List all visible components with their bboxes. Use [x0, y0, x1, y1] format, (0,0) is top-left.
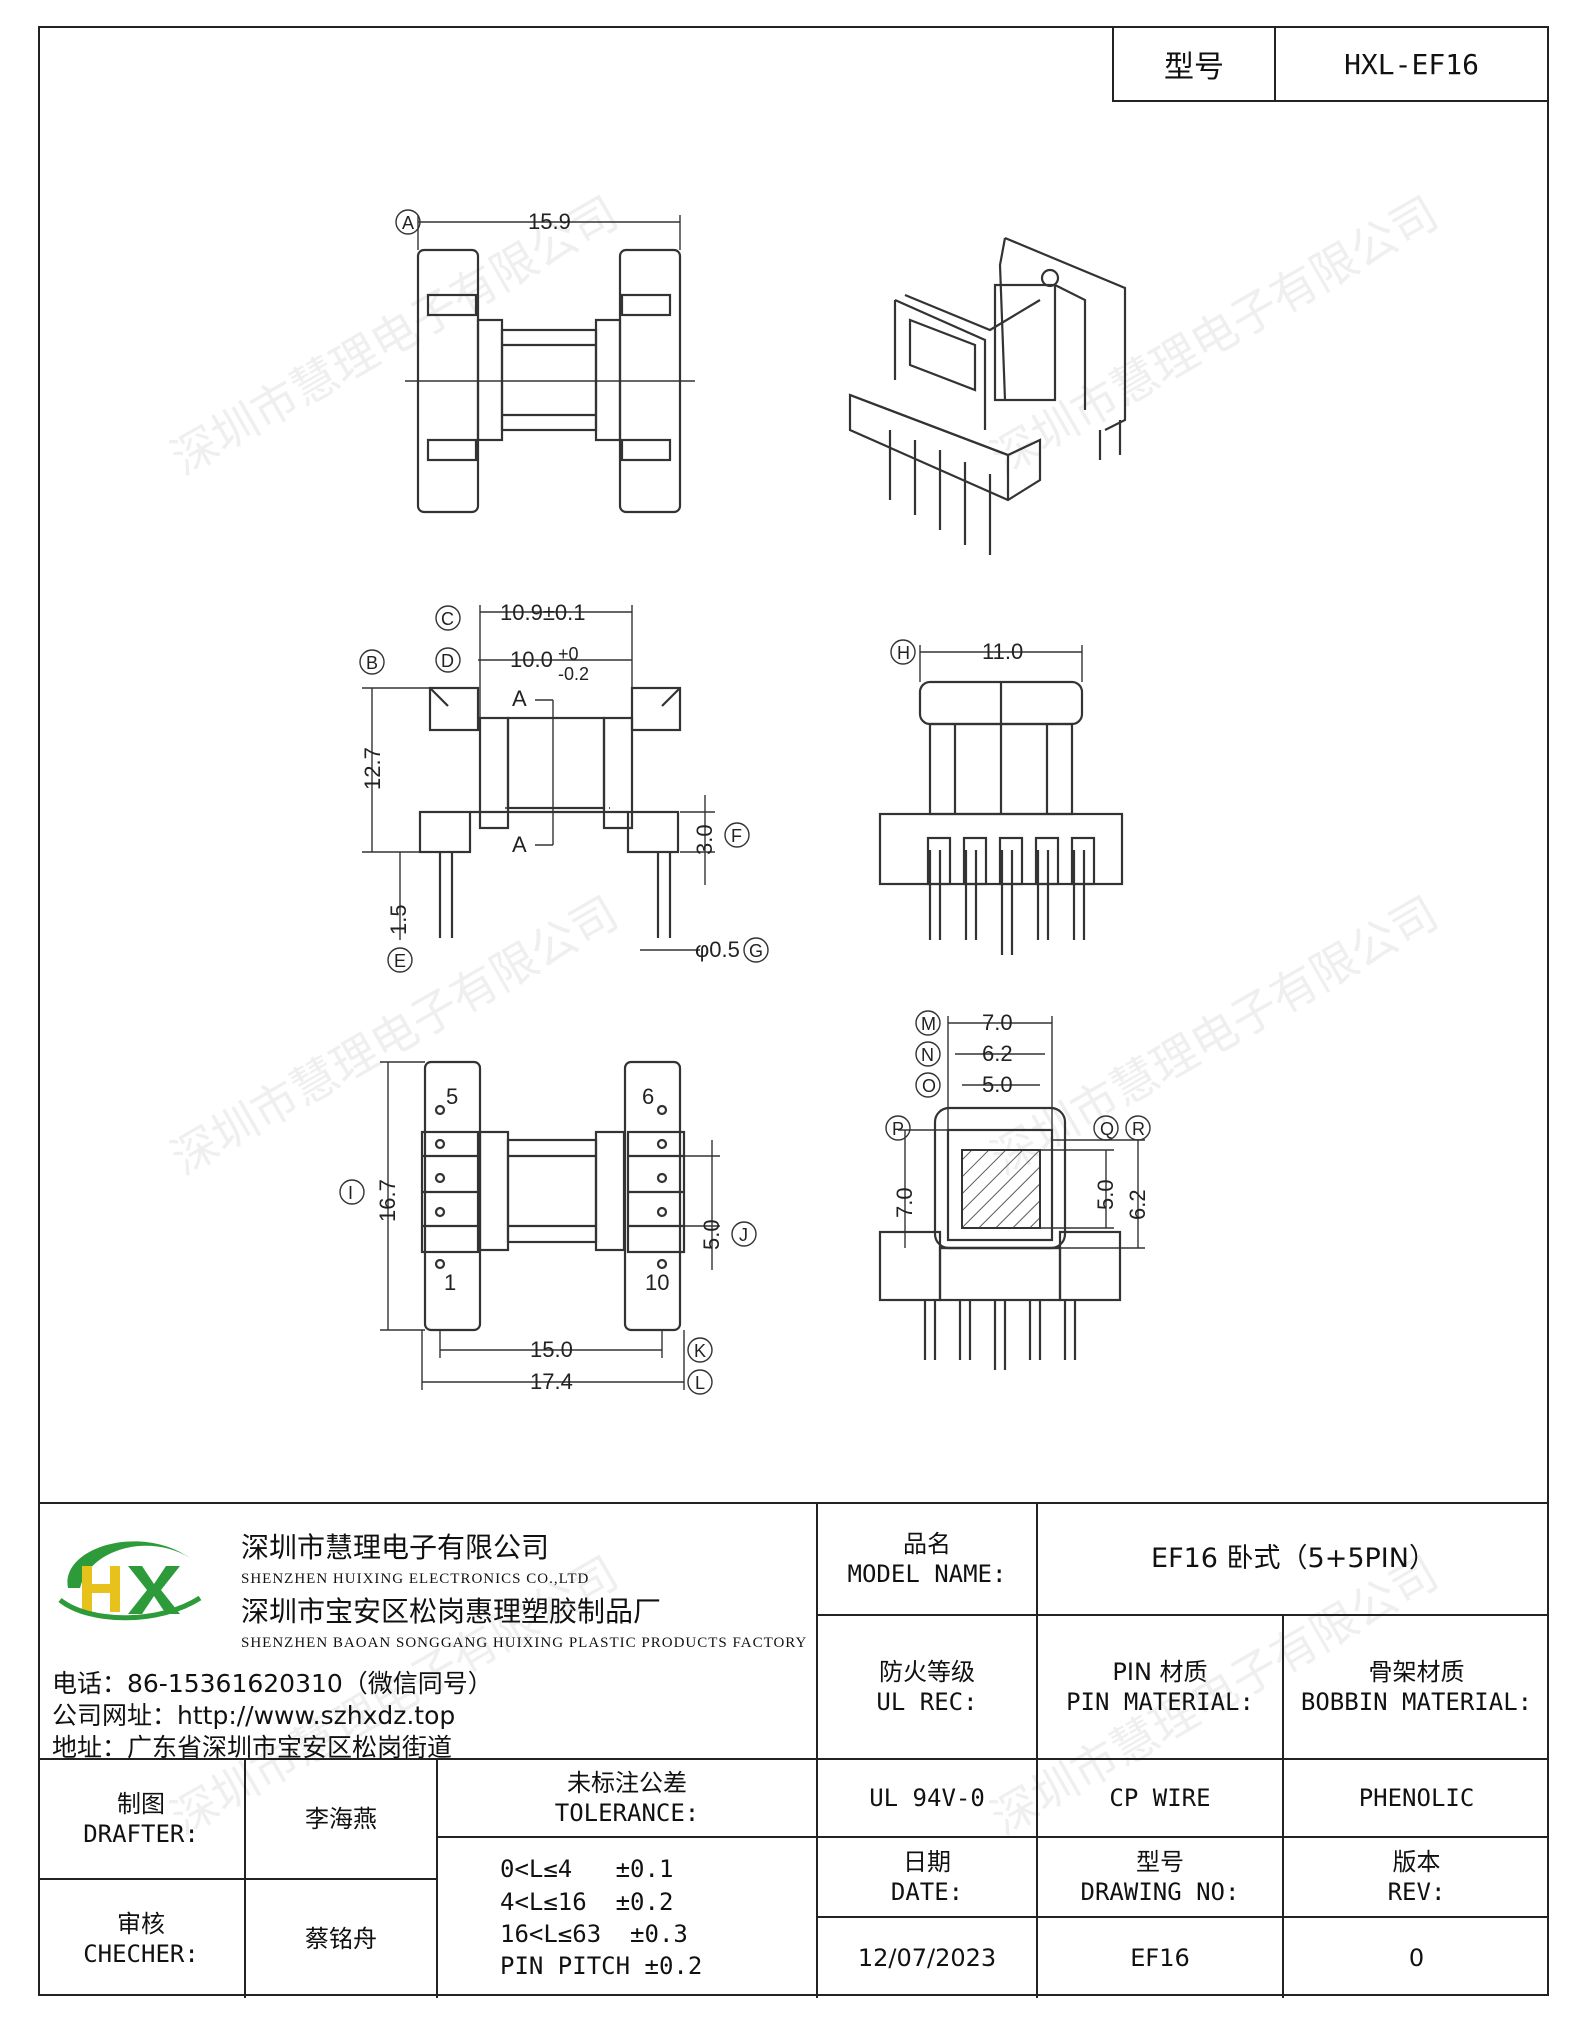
pin-5-label: 5: [446, 1084, 458, 1109]
checker-label: 审核 CHECHER:: [83, 1910, 199, 1968]
factory-name-cn: 深圳市宝安区松岗惠理塑胶制品厂: [241, 1595, 662, 1628]
dim-10-9: 10.9±0.1: [500, 600, 585, 625]
drawing-no-label: 型号 DRAWING NO:: [1080, 1848, 1240, 1906]
dim-5-0-vertical: 5.0: [1093, 1179, 1118, 1210]
dim-label-c: C: [441, 609, 454, 629]
dim-label-o: O: [922, 1076, 936, 1096]
dim-10-0: 10.0: [510, 647, 553, 672]
dim-label-k: K: [694, 1341, 706, 1361]
website[interactable]: 公司网址：http://www.szhxdz.top: [52, 1701, 456, 1730]
ul-label: 防火等级 UL REC:: [876, 1658, 978, 1716]
dim-11-0: 11.0: [982, 639, 1023, 664]
drawing-frame: [38, 26, 1549, 1996]
drafter-label: 制图 DRAFTER:: [83, 1790, 199, 1848]
company-logo: [58, 1541, 202, 1621]
dim-7-0-top: 7.0: [982, 1010, 1013, 1035]
ul-value: UL 94V-0: [869, 1784, 985, 1812]
dim-3-0: 3.0: [692, 824, 717, 855]
model-name-label: 品名 MODEL NAME:: [847, 1530, 1007, 1588]
dim-7-0-vertical: 7.0: [892, 1187, 917, 1218]
type-header: 型号 HXL-EF16: [1112, 26, 1549, 102]
dim-label-j: J: [739, 1225, 748, 1245]
dim-label-h: H: [897, 643, 910, 663]
dim-label-q: Q: [1100, 1119, 1114, 1139]
dim-6-2-top: 6.2: [982, 1041, 1013, 1066]
dim-label-r: R: [1132, 1119, 1145, 1139]
dim-label-e: E: [394, 951, 406, 971]
technical-drawing: 15.9 A: [339, 209, 1151, 1395]
dim-label-m: M: [921, 1014, 936, 1034]
dim-label-i: I: [348, 1183, 353, 1203]
rev-value: 0: [1408, 1944, 1425, 1972]
dim-17-4: 17.4: [530, 1369, 573, 1394]
title-block: 深圳市慧理电子有限公司 SHENZHEN HUIXING ELECTRONICS…: [38, 1502, 1549, 1998]
dim-label-g: G: [749, 941, 763, 961]
side-view: 11.0 H: [878, 639, 1124, 955]
pin-6-label: 6: [642, 1084, 654, 1109]
factory-name-en: SHENZHEN BAOAN SONGGANG HUIXING PLASTIC …: [241, 1635, 808, 1651]
type-label: 型号: [1114, 28, 1276, 100]
pin-10-label: 10: [645, 1270, 669, 1295]
dim-10-0-tol-down: -0.2: [558, 664, 589, 684]
bottom-view: 5 6 1 10 16.7 I 5.0 J 15.0 K 17.4 L: [339, 1060, 757, 1395]
company-name-en: SHENZHEN HUIXING ELECTRONICS CO.,LTD: [241, 1571, 590, 1587]
section-a-bottom: A: [512, 832, 527, 857]
rev-label: 版本 REV:: [1387, 1848, 1446, 1906]
date-value: 12/07/2023: [857, 1944, 997, 1972]
phone: 电话：86-15361620310（微信同号）: [52, 1669, 493, 1698]
tolerance-table: 0<L≤4 ±0.1 4<L≤16 ±0.2 16<L≤63 ±0.3 PIN …: [500, 1855, 703, 1981]
drawing-no-value: EF16: [1130, 1944, 1190, 1972]
company-name-cn: 深圳市慧理电子有限公司: [241, 1531, 550, 1564]
top-view: 15.9 A: [395, 209, 695, 514]
dim-label-n: N: [921, 1045, 934, 1065]
dim-label-d: D: [441, 651, 454, 671]
address: 地址：广东省深圳市宝安区松岗街道: [52, 1733, 453, 1762]
dim-label-l: L: [695, 1373, 705, 1393]
pin-1-label: 1: [444, 1270, 456, 1295]
type-value: HXL-EF16: [1344, 47, 1479, 81]
dim-5-0-bottom: 5.0: [699, 1219, 724, 1250]
end-view: 7.0 M 6.2 N 5.0 O 7.0 P 5.0 Q 6.2 R: [878, 1010, 1151, 1370]
dim-10-0-tol-up: +0: [558, 644, 579, 664]
dim-pin-dia: φ0.5: [695, 937, 740, 962]
date-label: 日期 DATE:: [890, 1848, 964, 1906]
drafter-name: 李海燕: [305, 1805, 377, 1833]
dim-5-0-top: 5.0: [982, 1072, 1013, 1097]
tolerance-label: 未标注公差 TOLERANCE:: [554, 1769, 700, 1827]
dim-label-f: F: [731, 826, 742, 846]
dim-label-b: B: [366, 653, 378, 673]
dim-12-7: 12.7: [360, 747, 385, 790]
checker-name: 蔡铭舟: [305, 1925, 377, 1953]
dim-15-9: 15.9: [528, 209, 571, 234]
model-name-value: EF16 卧式（5+5PIN）: [1151, 1543, 1436, 1575]
bobbin-material-label: 骨架材质 BOBBIN MATERIAL:: [1300, 1658, 1533, 1716]
isometric-view: [848, 236, 1127, 555]
dim-16-7: 16.7: [375, 1179, 400, 1222]
dim-6-2-vertical: 6.2: [1125, 1189, 1150, 1220]
bobbin-material-value: PHENOLIC: [1358, 1784, 1475, 1812]
pin-material-value: CP WIRE: [1109, 1784, 1211, 1812]
front-view: A A 10.9±0.1 C 10.0 +0 -0.2 D 12.7 B 1.5…: [359, 600, 769, 973]
dim-15-0: 15.0: [530, 1337, 573, 1362]
dim-label-a: A: [402, 213, 414, 233]
dim-1-5: 1.5: [386, 904, 411, 935]
section-a-top: A: [512, 686, 527, 711]
pin-material-label: PIN 材质 PIN MATERIAL:: [1066, 1658, 1254, 1716]
dim-label-p: P: [892, 1119, 904, 1139]
